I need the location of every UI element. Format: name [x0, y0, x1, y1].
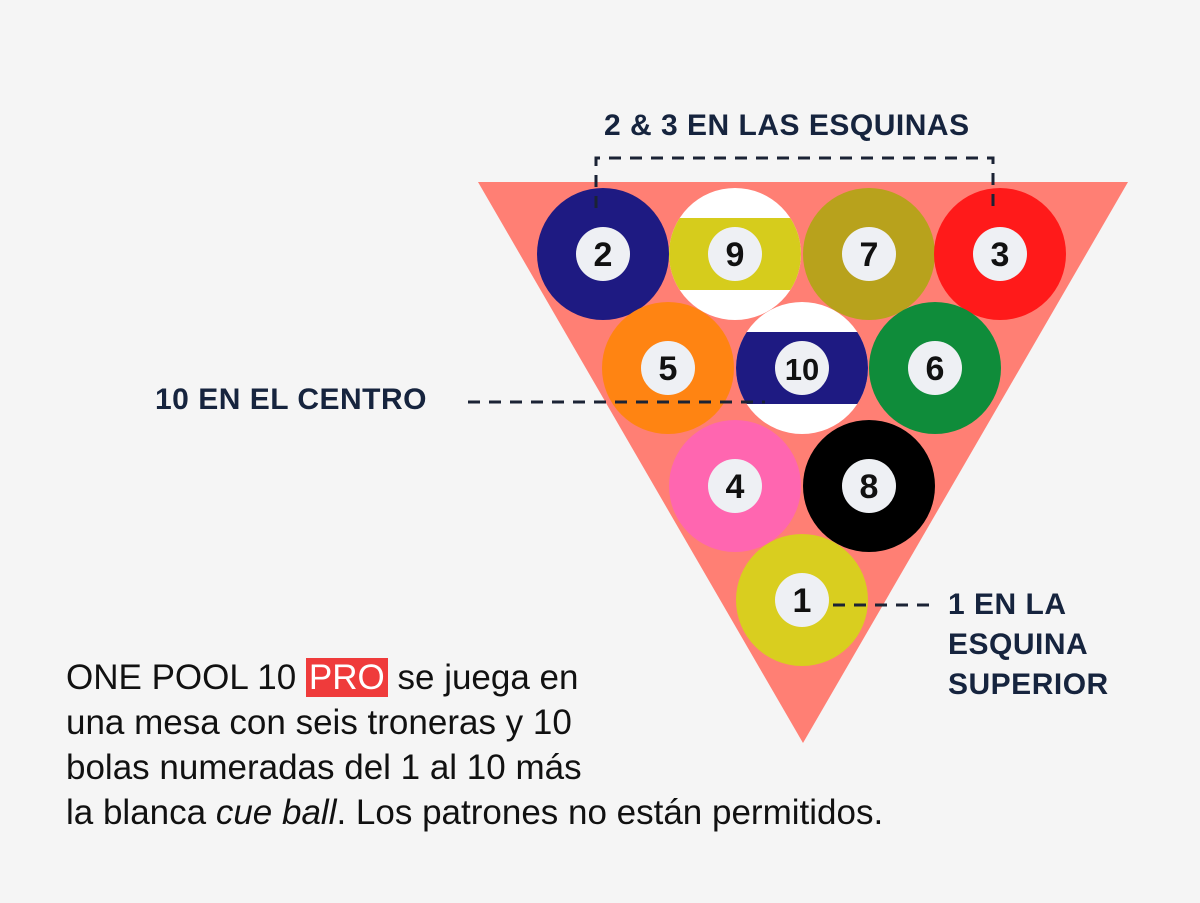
ball-number: 7: [860, 236, 879, 274]
number-disc: [973, 227, 1027, 281]
top-corner-annotation-line: 1 EN LA: [948, 588, 1067, 621]
ball-2: 2: [537, 188, 669, 320]
ball-number: 3: [991, 236, 1010, 274]
number-disc: [842, 227, 896, 281]
ball-number: 9: [726, 236, 745, 274]
top-corner-annotation: 1 EN LA ESQUINA SUPERIOR: [948, 585, 1188, 705]
ball-number: 4: [726, 468, 745, 506]
top-corner-annotation-line: SUPERIOR: [948, 668, 1109, 701]
ball-8: 8: [803, 420, 935, 552]
number-disc: [708, 227, 762, 281]
ball-7: 7: [803, 188, 935, 320]
description-line: la blanca cue ball. Los patrones no está…: [66, 793, 884, 832]
ball-number: 8: [860, 468, 879, 506]
number-disc: [775, 341, 829, 395]
number-disc: [842, 459, 896, 513]
cue-ball-term: cue ball: [215, 793, 337, 832]
ball-number: 6: [926, 350, 945, 388]
ball-number: 2: [594, 236, 613, 274]
ball-9: 9: [669, 188, 801, 320]
ball-3: 3: [934, 188, 1066, 320]
ball-10: 10: [736, 302, 868, 434]
ball-number: 1: [793, 582, 812, 620]
leader-lines: [468, 156, 995, 607]
top-corner-annotation-line: ESQUINA: [948, 628, 1089, 661]
number-disc: [576, 227, 630, 281]
rules-description: ONE POOL 10 PRO se juega en una mesa con…: [66, 655, 1186, 835]
balls-group: 2 9 7 3 5 10 6 4 8 1: [537, 188, 1066, 666]
number-disc: [641, 341, 695, 395]
pro-badge: PRO: [305, 658, 388, 697]
description-line: bolas numeradas del 1 al 10 más: [66, 748, 582, 787]
number-disc: [908, 341, 962, 395]
ball-number: 5: [659, 350, 678, 388]
ball-5: 5: [602, 302, 734, 434]
description-line: una mesa con seis troneras y 10: [66, 703, 572, 742]
number-disc: [775, 573, 829, 627]
ball-6: 6: [869, 302, 1001, 434]
center-annotation: 10 EN EL CENTRO: [155, 383, 428, 416]
ball-number: 10: [785, 352, 819, 387]
corners-annotation: 2 & 3 EN LAS ESQUINAS: [604, 109, 970, 142]
description-line: ONE POOL 10 PRO se juega en: [66, 658, 579, 697]
ball-1: 1: [736, 534, 868, 666]
ball-4: 4: [669, 420, 801, 552]
corners-bracket-line: [594, 156, 995, 208]
number-disc: [708, 459, 762, 513]
